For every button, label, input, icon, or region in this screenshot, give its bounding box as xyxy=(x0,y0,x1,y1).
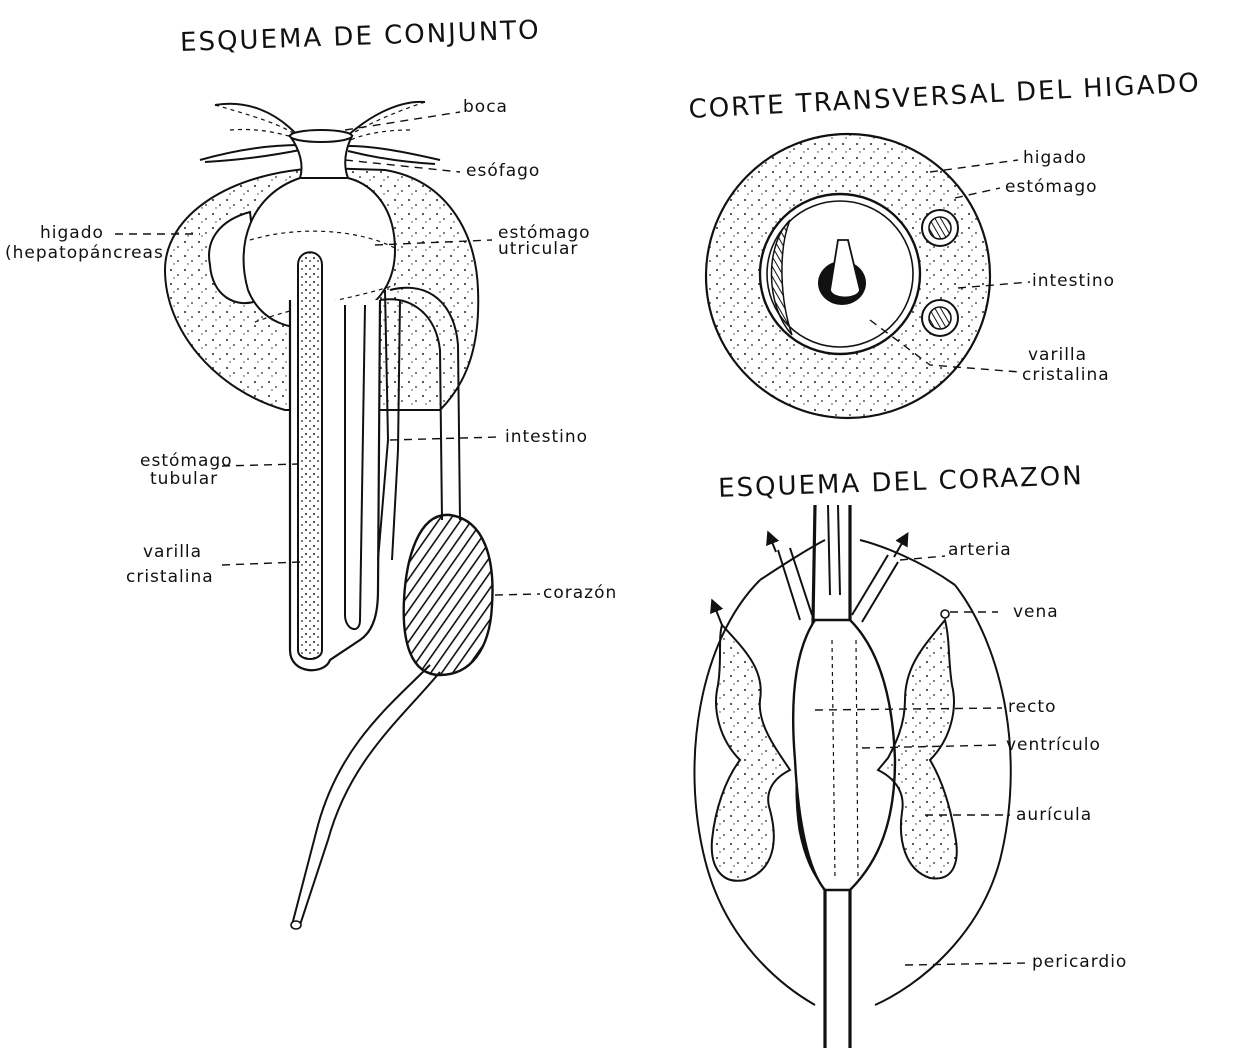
cross-section-title: CORTE TRANSVERSAL DEL HIGADO xyxy=(688,68,1202,125)
label-estomago-utricular-2: utricular xyxy=(498,239,578,259)
cross-section-diagram xyxy=(706,134,990,418)
label-higado: higado xyxy=(40,223,104,243)
label-estomago-tubular-1: estómago xyxy=(140,451,233,471)
label-hepatopancreas: (hepatopáncreas xyxy=(5,243,164,263)
cross-section-labels: higado estómago intestino varilla crista… xyxy=(1005,148,1115,385)
heart-labels: arteria vena recto ventrículo aurícula p… xyxy=(948,540,1127,972)
overview-diagram xyxy=(165,102,493,929)
label-cristalina: cristalina xyxy=(126,567,214,587)
label-recto: recto xyxy=(1008,697,1057,717)
rectum-tail xyxy=(300,672,440,925)
label-varilla: varilla xyxy=(143,542,202,562)
label-cross-cristalina: cristalina xyxy=(1022,365,1110,385)
label-pericardio: pericardio xyxy=(1032,952,1127,972)
label-ventriculo: ventrículo xyxy=(1006,735,1101,755)
overview-title: ESQUEMA DE CONJUNTO xyxy=(180,15,541,58)
label-esofago: esófago xyxy=(466,161,540,181)
label-cross-estomago: estómago xyxy=(1005,177,1098,197)
heart-ventricle xyxy=(404,515,493,675)
label-cross-intestino: intestino xyxy=(1032,271,1115,291)
label-auricula: aurícula xyxy=(1016,805,1092,825)
heart-title: ESQUEMA DEL CORAZON xyxy=(718,461,1085,504)
artery-right xyxy=(852,555,888,615)
label-corazon: corazón xyxy=(543,583,617,603)
label-arteria: arteria xyxy=(948,540,1012,560)
auricle-left xyxy=(712,625,790,881)
label-intestino: intestino xyxy=(505,427,588,447)
label-boca: boca xyxy=(463,97,508,117)
label-estomago-tubular-2: tubular xyxy=(150,469,218,489)
crystalline-style xyxy=(298,252,322,659)
label-vena: vena xyxy=(1013,602,1059,622)
heart-diagram xyxy=(694,505,1010,1048)
ventricle xyxy=(793,620,895,890)
label-cross-varilla: varilla xyxy=(1028,345,1087,365)
label-cross-higado: higado xyxy=(1023,148,1087,168)
